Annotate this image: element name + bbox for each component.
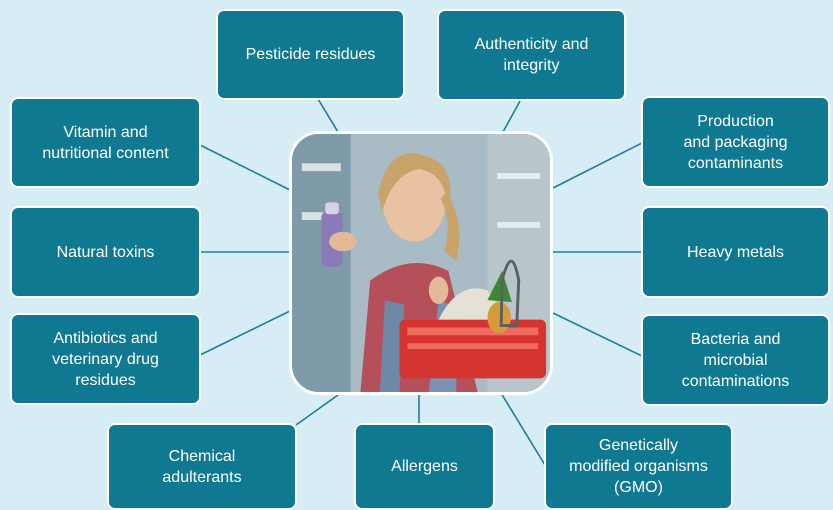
connector-antibiotics <box>199 310 291 356</box>
box-natural-toxins: Natural toxins <box>10 206 201 298</box>
box-chemical-adulterants: Chemical adulterants <box>107 423 297 510</box>
box-heavy-metals: Heavy metals <box>641 206 830 298</box>
box-production-packaging-contaminants: Production and packaging contaminants <box>641 96 830 188</box>
connector-bacteria <box>552 312 643 357</box>
connector-authenticity <box>502 100 521 133</box>
box-antibiotics-veterinary-residues: Antibiotics and veterinary drug residues <box>10 313 201 405</box>
connector-gmo <box>500 392 549 471</box>
box-allergens: Allergens <box>354 423 495 510</box>
connector-vitamin <box>199 144 291 191</box>
connector-production <box>552 142 643 189</box>
box-bacteria-microbial-contaminations: Bacteria and microbial contaminations <box>641 314 830 406</box>
box-genetically-modified-organisms: Genetically modified organisms (GMO) <box>544 423 733 510</box>
connector-chemical <box>295 394 339 426</box>
box-pesticide-residues: Pesticide residues <box>216 9 405 100</box>
box-vitamin-nutritional-content: Vitamin and nutritional content <box>10 97 201 188</box>
shopper-photo <box>289 131 553 395</box>
box-authenticity-integrity: Authenticity and integrity <box>437 9 626 101</box>
connector-pesticide <box>317 98 339 133</box>
